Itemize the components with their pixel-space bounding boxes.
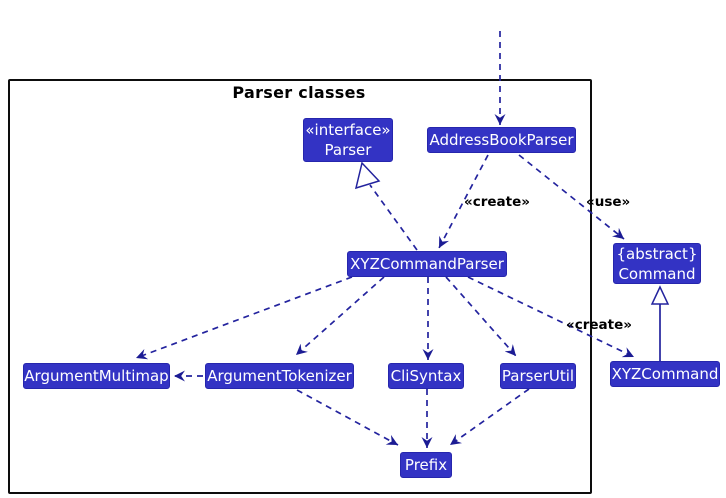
command-stereotype: {abstract} (616, 244, 698, 263)
addressbookparser-class-name: AddressBookParser (429, 131, 574, 149)
class-box-parser-interface: «interface» Parser (303, 118, 393, 162)
class-box-parserutil: ParserUtil (500, 363, 576, 389)
command-class-name: Command (618, 264, 696, 283)
parserutil-class-name: ParserUtil (501, 367, 575, 385)
argumenttokenizer-class-name: ArgumentTokenizer (207, 367, 352, 385)
class-box-xyzcommandparser: XYZCommandParser (347, 251, 507, 277)
parser-stereotype: «interface» (305, 121, 391, 139)
edge-label-create-xyzcommand: «create» (566, 317, 632, 333)
dependency-xyzcommandparser-to-argumentmultimap (135, 276, 353, 360)
xyzcommand-class-name: XYZCommand (611, 365, 719, 383)
realization-xyzcommandparser-to-parser-line (369, 184, 418, 251)
class-box-addressbookparser: AddressBookParser (427, 127, 576, 153)
xyzcommandparser-class-name: XYZCommandParser (350, 255, 504, 273)
class-box-clisyntax: CliSyntax (388, 363, 464, 389)
clisyntax-class-name: CliSyntax (390, 367, 462, 385)
frame-title: Parser classes (232, 83, 366, 102)
prefix-class-name: Prefix (404, 456, 448, 474)
argumentmultimap-class-name: ArgumentMultimap (24, 367, 169, 385)
dependency-addressbookparser-to-command-use (518, 154, 625, 240)
class-box-xyzcommand: XYZCommand (610, 361, 720, 387)
parser-class-name: Parser (324, 141, 372, 159)
dependency-xyzcommandparser-to-parserutil (445, 276, 517, 357)
dependency-argumenttokenizer-to-prefix (296, 389, 399, 446)
edge-label-create-addressbookparser: «create» (464, 194, 530, 210)
class-box-command-abstract: {abstract} Command (613, 243, 701, 284)
inheritance-hollow-triangle-command (650, 285, 670, 305)
parser-classes-frame (8, 79, 592, 494)
edge-label-use-command: «use» (586, 194, 631, 210)
class-box-argumenttokenizer: ArgumentTokenizer (205, 363, 354, 389)
class-box-prefix: Prefix (400, 452, 452, 478)
dependency-xyzcommandparser-to-argumenttokenizer (295, 276, 385, 356)
dependency-parserutil-to-prefix (449, 388, 530, 446)
realization-hollow-triangle-parser (354, 161, 381, 190)
class-box-argumentmultimap: ArgumentMultimap (23, 363, 170, 389)
dependency-xyzcommandparser-to-xyzcommand-create (467, 276, 635, 358)
